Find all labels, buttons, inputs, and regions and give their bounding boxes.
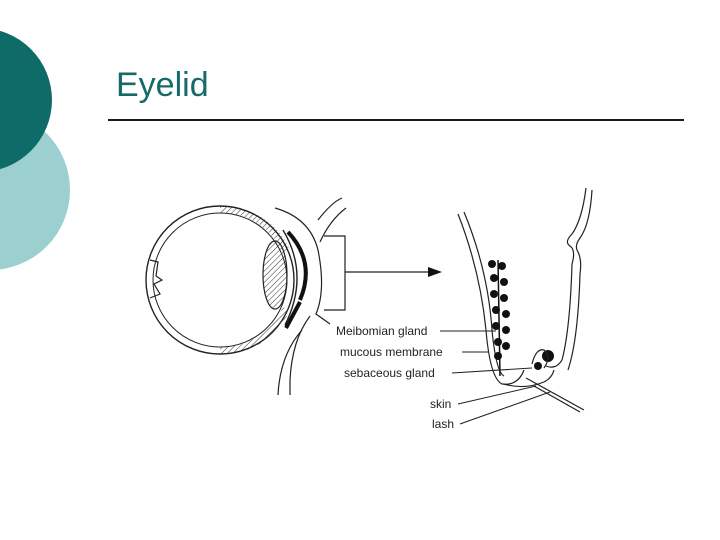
upper-lid-outline xyxy=(274,207,331,325)
label-sebaceous-gland: sebaceous gland xyxy=(344,366,435,380)
decorative-circles xyxy=(0,30,70,270)
label-mucous-membrane: mucous membrane xyxy=(340,345,443,359)
brow-outline xyxy=(317,197,343,221)
upper-tarsal-plate xyxy=(286,230,308,301)
brow-outline-inner xyxy=(319,207,347,243)
eyelid-diagram: Meibomian gland mucous membrane sebaceou… xyxy=(145,187,593,431)
title-divider xyxy=(108,119,684,121)
lower-lid-outline xyxy=(289,315,311,395)
label-lash: lash xyxy=(432,417,454,431)
lower-tarsal-plate xyxy=(284,301,302,329)
lash-leader xyxy=(459,391,551,425)
dark-circle xyxy=(0,30,52,170)
magnify-arrowhead xyxy=(428,267,442,277)
cornea xyxy=(282,229,298,326)
page-title: Eyelid xyxy=(116,66,209,104)
lens xyxy=(262,240,288,310)
sebaceous-gland xyxy=(531,349,554,370)
label-skin: skin xyxy=(430,397,451,411)
cheek-outline xyxy=(277,329,303,396)
magnify-bracket xyxy=(324,235,346,311)
eyelid-cross-section xyxy=(457,187,593,413)
sebaceous-gland-leader xyxy=(451,367,533,374)
meibomian-gland xyxy=(488,259,510,377)
skin-leader xyxy=(457,385,537,405)
label-meibomian-gland: Meibomian gland xyxy=(336,324,427,338)
